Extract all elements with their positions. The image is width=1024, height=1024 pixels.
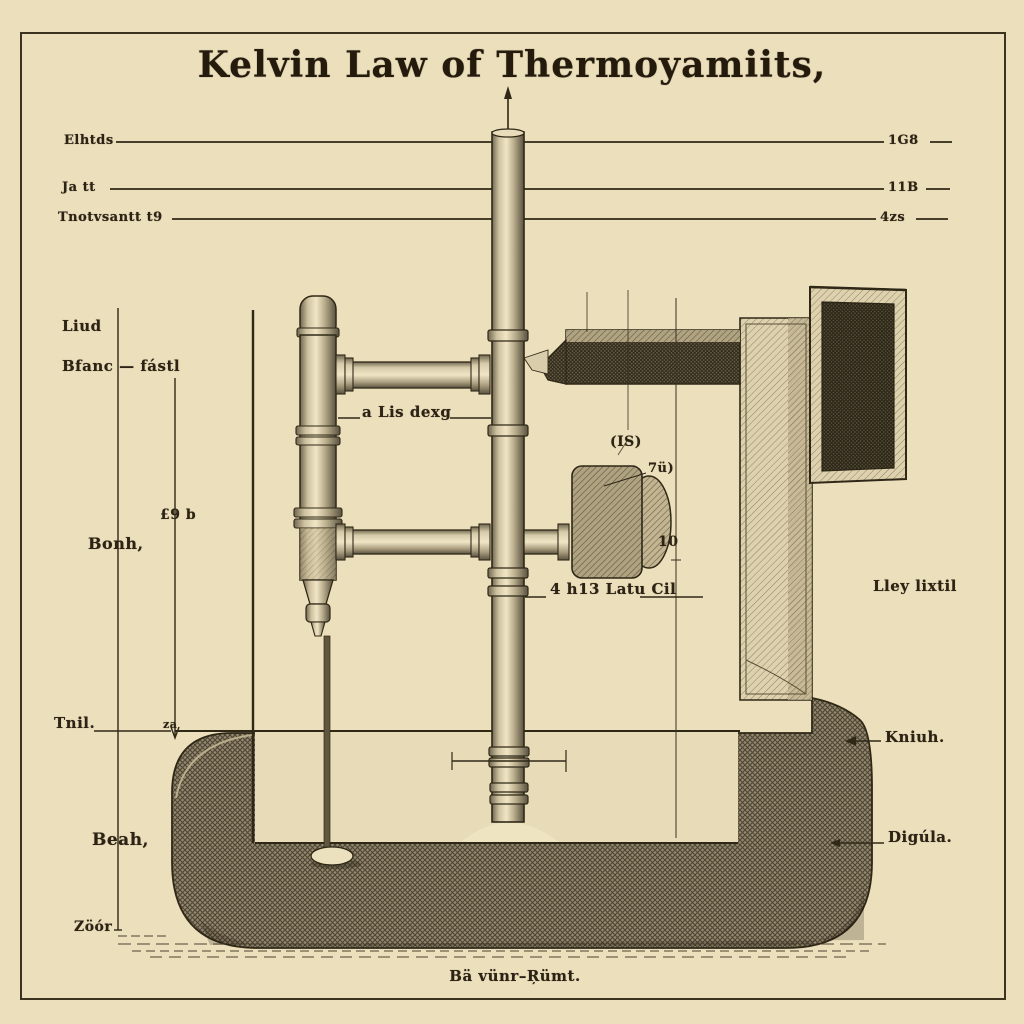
callout-digula: Digúla.	[888, 828, 953, 846]
horizontal-pipes	[335, 354, 570, 561]
callout-zoor: Zöór	[74, 919, 113, 935]
inner-frame	[175, 310, 740, 843]
callout-seven-u: 7ü)	[648, 461, 675, 476]
motor-knob	[571, 465, 672, 579]
ground-hatching	[118, 935, 886, 958]
scale-label-left-2: Ja tt	[62, 180, 96, 195]
callout-lisdexg: a Lis dexg	[362, 403, 452, 421]
collection-box	[809, 285, 907, 485]
callout-latu: 4 h13 Latu Cil	[550, 580, 677, 598]
page-border-frame	[20, 32, 1006, 1000]
feed-pipe	[523, 329, 741, 385]
scale-label-left-1: Elhtds	[64, 133, 114, 148]
scale-label-right-2: 11B	[888, 180, 919, 195]
callout-za: za	[163, 718, 178, 731]
scale-label-right-3: 4zs	[880, 210, 906, 225]
scale-label-left-3: Tnotvsantt t9	[58, 210, 163, 225]
callout-l9b: £9 b	[160, 507, 197, 523]
page-title: Kelvin Law of Thermoyamiits,	[197, 44, 827, 86]
callout-bonh: Bonh,	[88, 534, 144, 553]
callout-blanc: Bfanc — fástl	[62, 357, 181, 375]
callout-beah: Beah,	[92, 830, 149, 850]
center-dimension-lines	[586, 290, 681, 838]
callout-lley: Lley lixtil	[873, 577, 957, 595]
callout-is: (IS)	[610, 434, 642, 450]
right-duct	[739, 317, 813, 701]
callout-tnil: Tnil.	[54, 714, 96, 732]
central-pipe	[451, 86, 567, 823]
scale-label-right-1: 1G8	[888, 133, 919, 148]
callout-liud: Liud	[62, 317, 102, 335]
left-cylinder	[293, 295, 361, 869]
callout-lines	[338, 417, 884, 847]
figure-caption: Bä vünr–Ŗümt.	[449, 967, 581, 985]
callout-kniuh: Kniuh.	[885, 728, 945, 746]
callout-ten: 10	[658, 534, 679, 550]
